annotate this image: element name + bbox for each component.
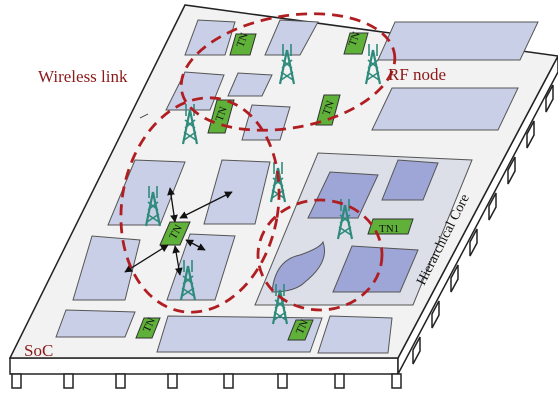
chip-pins-side: [412, 84, 554, 365]
tn1-label: TN1: [379, 223, 399, 235]
chip-pins-front: [11, 373, 402, 389]
tn-nodes: [135, 32, 414, 341]
rf-node-label: RF node: [388, 65, 446, 84]
tn-labels: TN TN TN TN TN TN TN TN1: [141, 30, 399, 336]
tn-label: TN: [294, 318, 311, 336]
core-blocks: [271, 159, 439, 293]
tn-node: [135, 317, 161, 339]
wireless-coverage: [119, 12, 397, 314]
tn-label: TN: [235, 31, 251, 49]
tn-node: [229, 33, 257, 56]
tn-node: [287, 319, 314, 341]
wireless-link-pointer: [139, 113, 149, 119]
tn-node: [343, 32, 369, 55]
soc-label: SoC: [24, 341, 53, 360]
tn-label: TN: [347, 30, 363, 48]
wireless-link-label: Wireless link: [38, 67, 128, 86]
tn-label: TN: [141, 316, 158, 334]
tn-label: TN: [214, 105, 230, 123]
tn-label: TN: [321, 99, 337, 117]
tn-node: [207, 99, 235, 134]
tn-node: [159, 221, 191, 246]
link-arrows: [124, 187, 233, 276]
